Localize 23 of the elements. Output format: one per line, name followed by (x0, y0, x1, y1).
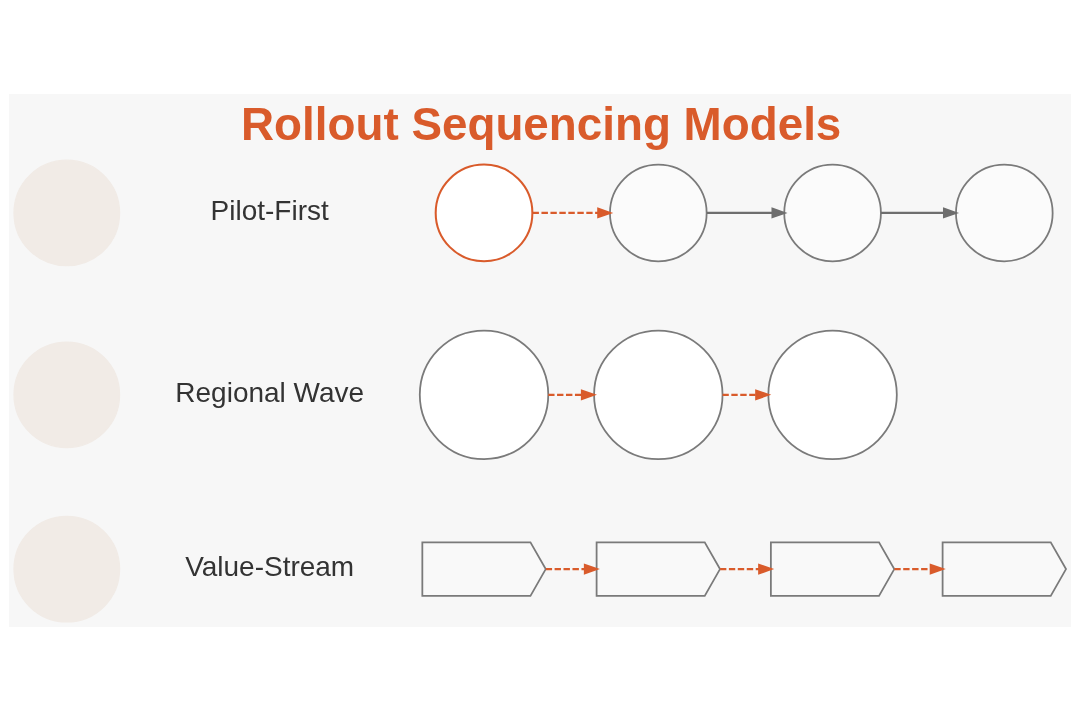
diagram-title: Rollout Sequencing Models (241, 98, 842, 150)
node-chevron (941, 541, 1068, 597)
node-circle (434, 163, 534, 262)
node-circle (783, 163, 882, 262)
arrow (548, 388, 597, 400)
arrow (720, 563, 775, 575)
arrow (532, 206, 614, 219)
node-circle (418, 329, 550, 460)
arrow (722, 388, 772, 400)
node-pentagon (421, 541, 547, 597)
arrow (706, 206, 788, 219)
node-chevron (595, 541, 722, 597)
node-circle (609, 163, 708, 262)
node-label: Regional Wave (175, 376, 364, 408)
arrow (881, 206, 960, 219)
node-chevron (770, 541, 896, 597)
arrow (894, 563, 946, 575)
node-circle (593, 329, 724, 460)
node-label: Value-Stream (185, 550, 355, 582)
arrow (545, 563, 600, 575)
node-label: Pilot-First (210, 194, 329, 226)
node-circle (767, 329, 898, 460)
node-circle (955, 163, 1054, 262)
